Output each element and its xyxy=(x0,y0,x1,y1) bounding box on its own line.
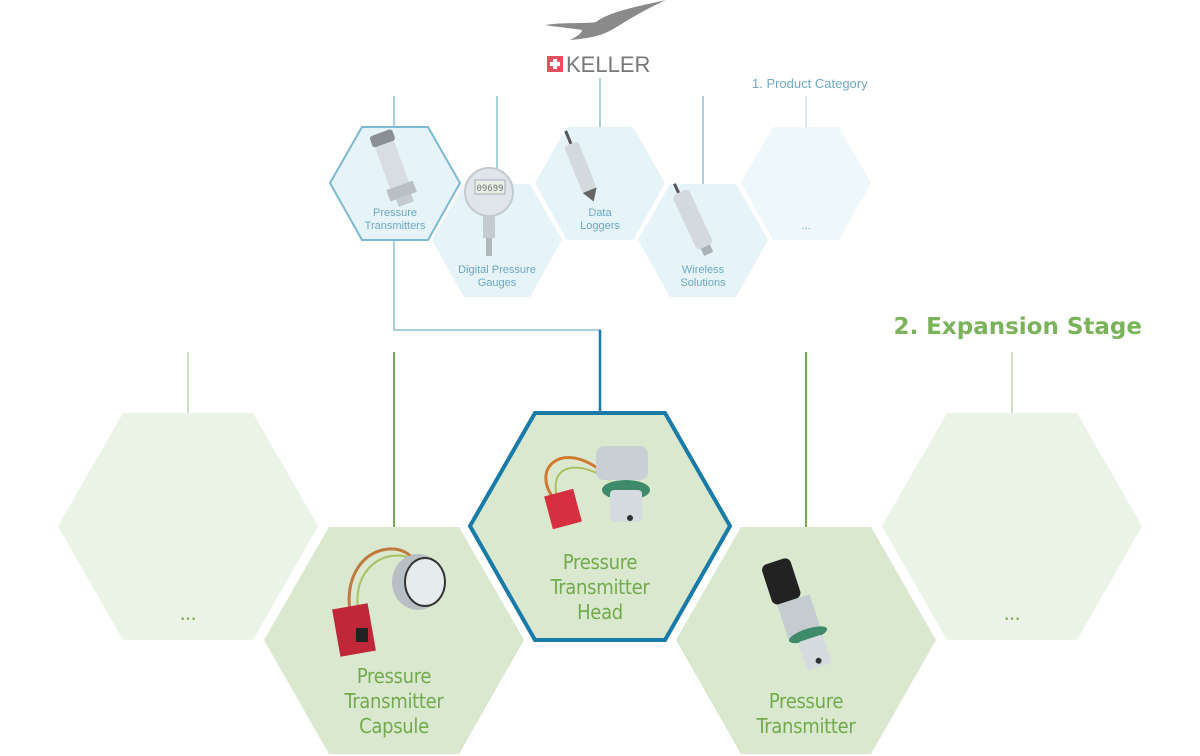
pressure-gauge-image: 09699 xyxy=(464,167,514,256)
transmitter-head-image xyxy=(544,446,650,530)
expansion-label: ... xyxy=(1004,601,1020,625)
wireless-device-image xyxy=(673,183,714,256)
expansion-label: ... xyxy=(180,601,196,625)
data-logger-image xyxy=(564,130,597,202)
expansion-more-left[interactable]: ... xyxy=(58,413,318,640)
brand-name: KELLER xyxy=(566,52,650,77)
category-more[interactable]: ... xyxy=(741,127,871,240)
bird-logo-icon xyxy=(545,0,666,40)
pressure-transmitter-image xyxy=(762,558,832,670)
stage2-connectors xyxy=(70,330,1140,527)
category-label: ... xyxy=(801,220,810,232)
pressure-transmitter-image xyxy=(369,129,417,207)
svg-text:09699: 09699 xyxy=(476,184,503,194)
stage2-title: 2. Expansion Stage xyxy=(893,314,1142,340)
expansion-more-right[interactable]: ... xyxy=(882,413,1142,640)
capsule-image xyxy=(332,547,446,657)
stage1-title: 1. Product Category xyxy=(752,76,868,91)
keller-logo: KELLER xyxy=(545,0,666,77)
